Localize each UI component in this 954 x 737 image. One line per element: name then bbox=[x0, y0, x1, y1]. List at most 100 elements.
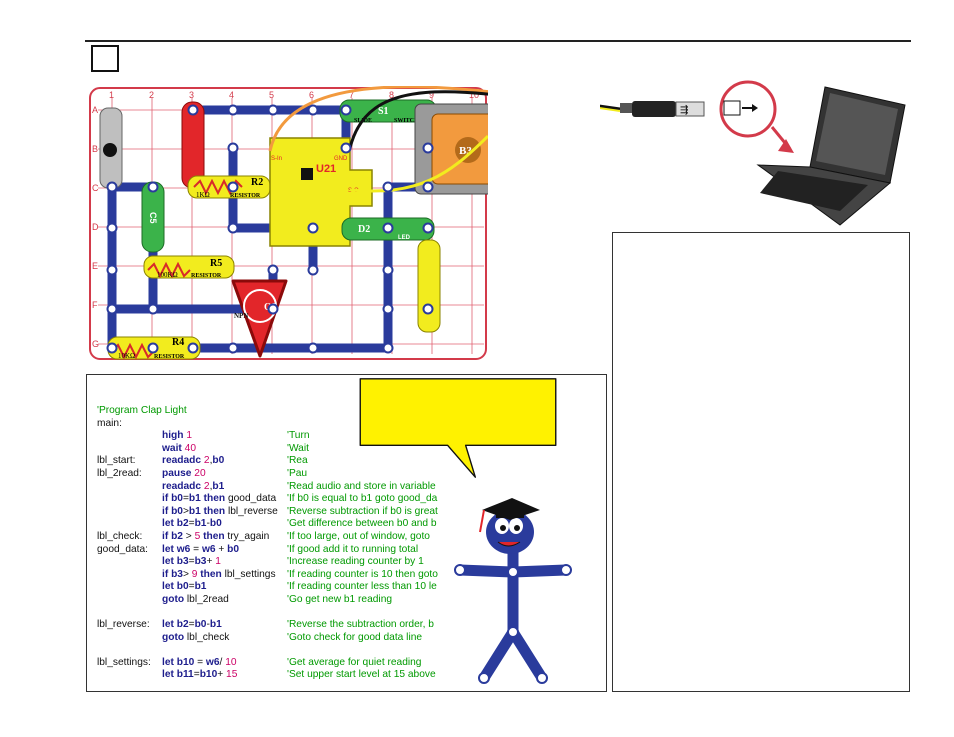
notes-panel bbox=[612, 232, 910, 692]
code-token: b10 bbox=[176, 656, 195, 668]
code-token: b2 bbox=[176, 619, 189, 631]
code-line: lbl_2read: pause 20 'Pau bbox=[97, 468, 606, 481]
snap-connectors bbox=[106, 104, 434, 354]
code-token: if bbox=[162, 505, 172, 517]
svg-text:LED: LED bbox=[398, 235, 411, 241]
code-label: lbl_reverse: bbox=[97, 619, 150, 631]
code-token: = bbox=[188, 581, 195, 593]
svg-text:D2: D2 bbox=[358, 224, 370, 235]
code-statement: pause 20 bbox=[162, 468, 206, 481]
code-token: b0 bbox=[227, 543, 240, 555]
snap-connector bbox=[227, 342, 239, 354]
code-token: > bbox=[182, 530, 195, 542]
code-comment: 'If b0 is equal to b1 goto good_da bbox=[287, 493, 438, 505]
snap-connector bbox=[147, 303, 159, 315]
row-label-A: A bbox=[92, 105, 98, 115]
svg-text:R4: R4 bbox=[172, 337, 184, 348]
code-token: w6 bbox=[205, 656, 220, 668]
code-token: b0 bbox=[171, 493, 183, 505]
code-token: b3 bbox=[171, 568, 183, 580]
code-statement: let b3=b3+ 1 bbox=[162, 556, 221, 569]
svg-text:RESISTOR: RESISTOR bbox=[154, 354, 185, 360]
code-line: let b0=b1 'If reading counter less than … bbox=[97, 581, 606, 594]
snap-connector bbox=[422, 181, 434, 193]
svg-text:SWITCH: SWITCH bbox=[394, 118, 419, 124]
code-token: high bbox=[162, 430, 187, 442]
row-label-B: B bbox=[92, 144, 98, 154]
code-token: = bbox=[188, 556, 195, 568]
code-label: lbl_2read: bbox=[97, 467, 142, 479]
snap-connector bbox=[106, 303, 118, 315]
svg-text:S-In: S-In bbox=[271, 156, 282, 162]
snap-connector bbox=[382, 222, 394, 234]
code-token: > bbox=[182, 568, 192, 580]
code-statement: let b2=b1-b0 bbox=[162, 518, 222, 531]
step-checkbox[interactable] bbox=[91, 45, 119, 72]
code-token: then bbox=[200, 505, 228, 517]
svg-text:NPN: NPN bbox=[234, 312, 248, 320]
code-token: if bbox=[162, 493, 172, 505]
code-line: goto lbl_check'Goto check for good data … bbox=[97, 632, 606, 645]
code-token: lbl_reverse bbox=[227, 505, 278, 517]
code-token: b0 bbox=[176, 581, 189, 593]
code-comment: 'If reading counter less than 10 le bbox=[287, 581, 437, 593]
code-comment: 'Wait bbox=[287, 442, 309, 454]
code-token: = bbox=[190, 543, 202, 555]
code-statement: if b2 > 5 then try_again bbox=[162, 531, 269, 544]
row-label-D: D bbox=[92, 222, 99, 232]
snap-connector bbox=[307, 104, 319, 116]
code-statement: let b11=b10+ 15 bbox=[162, 669, 237, 682]
code-statement: wait 40 bbox=[162, 443, 196, 456]
code-token: / bbox=[219, 656, 226, 668]
code-comment: 'Reverse the subtraction order, b bbox=[287, 619, 434, 631]
code-token: b0 bbox=[194, 619, 207, 631]
code-line: if b3> 9 then lbl_settings'If reading co… bbox=[97, 569, 606, 582]
snap-connector bbox=[267, 104, 279, 116]
code-comment: 'Pau bbox=[287, 467, 308, 479]
code-token: b2 bbox=[176, 518, 189, 530]
code-token: then bbox=[197, 568, 225, 580]
svg-text:R2: R2 bbox=[251, 177, 263, 188]
laptop-icon bbox=[756, 86, 906, 226]
code-token: , bbox=[209, 480, 213, 492]
snap-connector bbox=[340, 104, 352, 116]
code-token: let bbox=[162, 669, 177, 681]
svg-text:RESISTOR: RESISTOR bbox=[230, 193, 261, 199]
code-token: + bbox=[206, 556, 216, 568]
snap-connector bbox=[187, 342, 199, 354]
code-token: let bbox=[162, 556, 177, 568]
code-token: b1 bbox=[212, 480, 225, 492]
code-line: high 1'Turn bbox=[97, 430, 606, 443]
top-rule bbox=[85, 40, 911, 42]
code-token: w6 bbox=[201, 543, 216, 555]
code-token: readadc bbox=[162, 455, 204, 467]
code-comment: 'If too large, out of window, goto bbox=[287, 530, 430, 542]
code-token: 20 bbox=[194, 467, 206, 479]
row-label-C: C bbox=[92, 183, 99, 193]
code-token: b0 bbox=[171, 505, 183, 517]
column-label-3: 3 bbox=[189, 90, 194, 100]
svg-text:GND: GND bbox=[334, 156, 348, 162]
svg-text:C5: C5 bbox=[148, 212, 158, 224]
code-token: b3 bbox=[194, 556, 207, 568]
code-token: = bbox=[188, 518, 195, 530]
snap-connector bbox=[382, 303, 394, 315]
snap-connector bbox=[422, 222, 434, 234]
snap-connector bbox=[267, 303, 279, 315]
code-line: wait 40 'Wait bbox=[97, 443, 606, 456]
code-statement: let b0=b1 bbox=[162, 581, 206, 594]
code-comment: 'If good add it to running total bbox=[287, 543, 419, 555]
code-token: b3 bbox=[176, 556, 189, 568]
code-line: good_data:let w6 = w6 + b0'If good add i… bbox=[97, 544, 606, 557]
code-comment: 'Increase reading counter by 1 bbox=[287, 556, 424, 568]
code-line: let b2=b1-b0'Get difference between b0 a… bbox=[97, 518, 606, 531]
code-label: main: bbox=[97, 417, 122, 429]
code-token: 5 bbox=[194, 530, 201, 542]
code-comment: 'Read audio and store in variable bbox=[287, 480, 436, 492]
snap-connector bbox=[106, 222, 118, 234]
code-token: b1 bbox=[194, 518, 207, 530]
code-token: 9 bbox=[191, 568, 198, 580]
code-comment: 'If reading counter is 10 then goto bbox=[287, 568, 438, 580]
